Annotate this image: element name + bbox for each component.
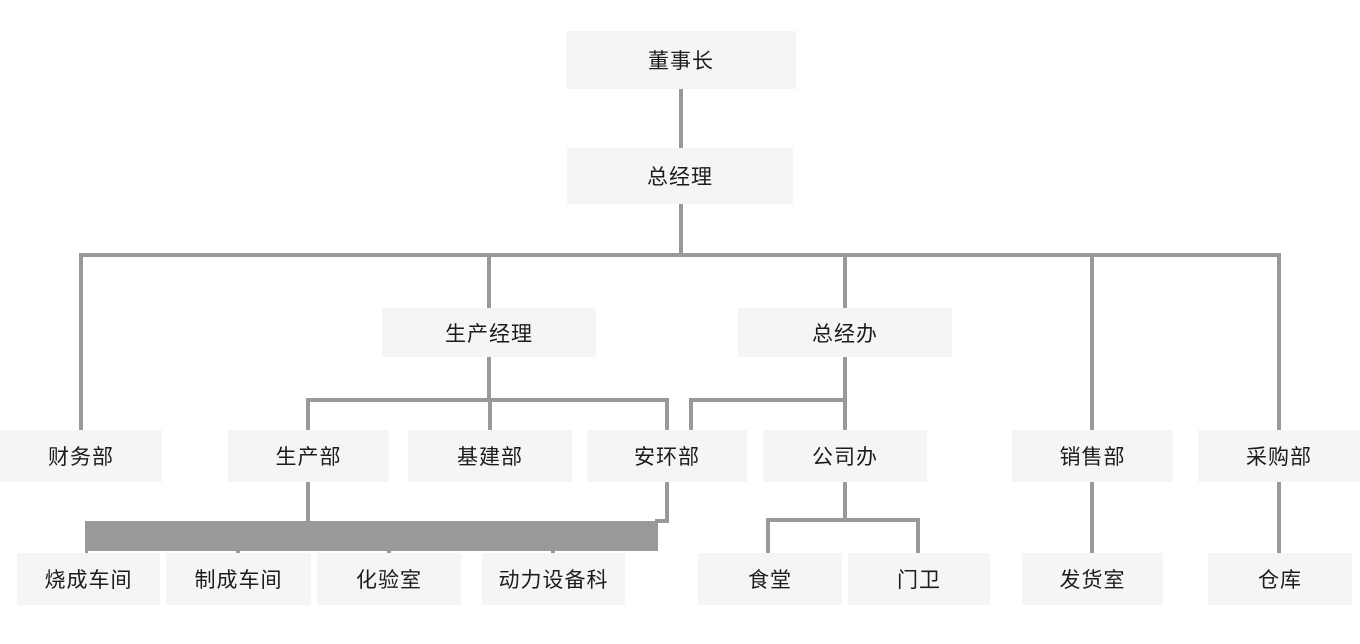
connector-drop-gm-office xyxy=(843,253,847,308)
connector-sales-to-shipping xyxy=(1090,482,1094,553)
node-general-manager[interactable]: 总经理 xyxy=(567,148,793,204)
node-general-manager-label: 总经理 xyxy=(647,166,713,189)
connector-stub-firing-workshop xyxy=(85,521,88,556)
node-laboratory-label: 化验室 xyxy=(356,569,422,592)
node-gatehouse-label: 门卫 xyxy=(897,569,941,592)
node-safety-env-dept[interactable]: 安环部 xyxy=(587,430,747,482)
connector-production-manager-down xyxy=(487,357,491,398)
connector-drop-safety-env-from-gm-office xyxy=(689,398,693,430)
node-warehouse[interactable]: 仓库 xyxy=(1208,553,1352,605)
connector-drop-purchasing xyxy=(1277,253,1281,430)
connector-purchasing-to-warehouse xyxy=(1277,482,1281,553)
connector-drop-gatehouse xyxy=(916,518,920,553)
node-power-equipment-label: 动力设备科 xyxy=(498,569,609,592)
connector-production-dept-down xyxy=(306,482,310,521)
node-canteen-label: 食堂 xyxy=(748,569,792,592)
connector-level3-horizontal-left xyxy=(306,398,669,402)
node-infrastructure-dept-label: 基建部 xyxy=(457,446,523,469)
node-production-dept[interactable]: 生产部 xyxy=(228,430,389,482)
node-shipping-room[interactable]: 发货室 xyxy=(1022,553,1163,605)
merged-connector-bar xyxy=(88,521,658,551)
connector-gm-down-stub xyxy=(679,204,683,255)
connector-drop-finance xyxy=(79,253,83,430)
node-purchasing-dept[interactable]: 采购部 xyxy=(1198,430,1360,482)
connector-drop-sales xyxy=(1090,253,1094,430)
connector-safety-env-elbow xyxy=(655,519,669,523)
node-gatehouse[interactable]: 门卫 xyxy=(848,553,990,605)
connector-drop-production-manager xyxy=(487,253,491,308)
connector-stub-finishing-workshop xyxy=(236,549,240,556)
connector-stub-laboratory xyxy=(387,549,391,556)
node-company-office[interactable]: 公司办 xyxy=(763,430,927,482)
node-infrastructure-dept[interactable]: 基建部 xyxy=(408,430,572,482)
node-production-dept-label: 生产部 xyxy=(275,446,342,469)
node-gm-office[interactable]: 总经办 xyxy=(738,308,952,357)
node-firing-workshop[interactable]: 烧成车间 xyxy=(17,553,160,605)
connector-company-office-horizontal xyxy=(766,518,920,522)
node-sales-dept[interactable]: 销售部 xyxy=(1012,430,1173,482)
connector-company-office-down xyxy=(843,482,847,522)
node-safety-env-dept-label: 安环部 xyxy=(634,446,700,469)
node-production-manager[interactable]: 生产经理 xyxy=(382,308,596,357)
connector-level2-horizontal xyxy=(79,253,1281,257)
connector-drop-production-dept xyxy=(306,398,310,430)
node-laboratory[interactable]: 化验室 xyxy=(317,553,461,605)
node-power-equipment[interactable]: 动力设备科 xyxy=(482,553,625,605)
node-gm-office-label: 总经办 xyxy=(812,322,878,346)
node-company-office-label: 公司办 xyxy=(812,446,878,469)
connector-drop-infrastructure xyxy=(488,398,492,430)
node-warehouse-label: 仓库 xyxy=(1258,569,1302,592)
connector-level3-horizontal-right xyxy=(689,398,845,402)
node-finance-dept[interactable]: 财务部 xyxy=(0,430,162,482)
connector-gm-office-down xyxy=(843,357,847,430)
connector-stub-power-equipment xyxy=(551,549,555,556)
node-chairman-label: 董事长 xyxy=(648,50,714,73)
connector-drop-safety-env xyxy=(665,398,669,430)
node-shipping-room-label: 发货室 xyxy=(1059,569,1126,592)
node-canteen[interactable]: 食堂 xyxy=(698,553,842,605)
node-sales-dept-label: 销售部 xyxy=(1059,446,1126,469)
node-finishing-workshop-label: 制成车间 xyxy=(194,569,283,592)
connector-safety-env-down xyxy=(665,482,669,523)
node-purchasing-dept-label: 采购部 xyxy=(1246,446,1312,469)
node-finance-dept-label: 财务部 xyxy=(48,446,114,469)
node-production-manager-label: 生产经理 xyxy=(445,322,533,346)
connector-drop-canteen xyxy=(766,518,770,553)
node-firing-workshop-label: 烧成车间 xyxy=(44,569,133,592)
node-finishing-workshop[interactable]: 制成车间 xyxy=(166,553,311,605)
node-chairman[interactable]: 董事长 xyxy=(566,31,796,89)
connector-chairman-to-gm xyxy=(679,89,683,148)
